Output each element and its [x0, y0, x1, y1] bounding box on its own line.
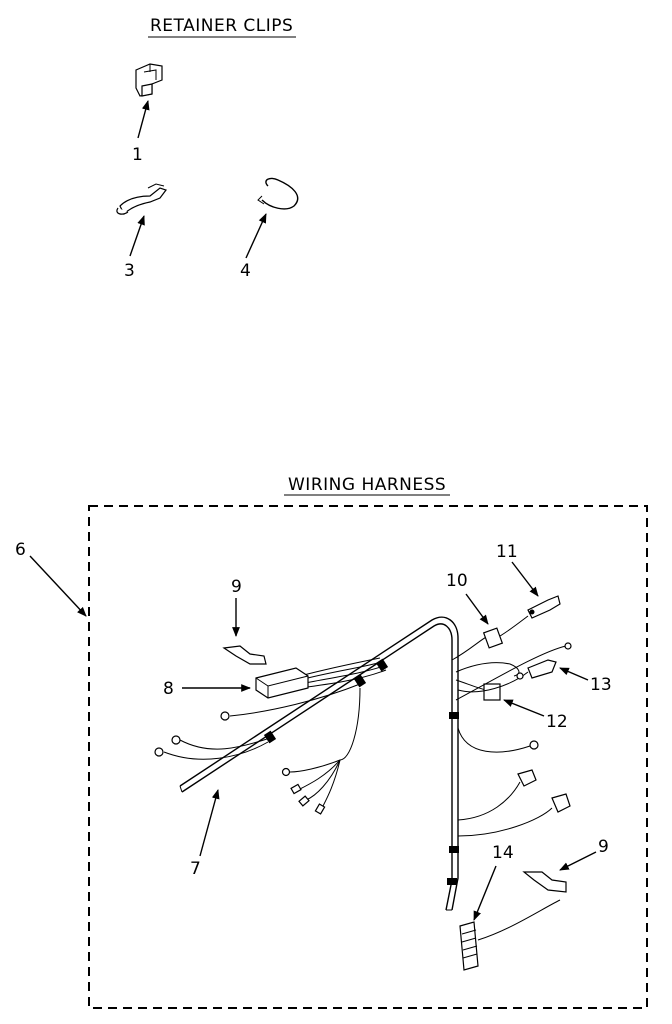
wiring-harness-title: WIRING HARNESS: [288, 475, 446, 495]
retainer-clip-part-3: [116, 183, 167, 216]
wiring-harness-assembly: [154, 595, 572, 971]
callout-3-leader: [129, 215, 145, 257]
callout-13-label: 13: [590, 675, 612, 695]
callout-9-right-leader: [559, 851, 597, 871]
callout-9-left-label: 9: [231, 577, 242, 597]
callout-12-label: 12: [546, 712, 568, 732]
callout-1-label: 1: [132, 145, 143, 165]
callout-10-label: 10: [446, 571, 468, 591]
callout-9-right-label: 9: [598, 837, 609, 857]
callout-4-leader: [245, 213, 267, 259]
callout-3-label: 3: [124, 261, 135, 281]
callout-12-leader: [503, 699, 545, 717]
callout-1-leader: [137, 100, 150, 139]
callout-13-leader: [559, 667, 589, 681]
callout-11-leader: [511, 561, 539, 597]
retainer-clips-title: RETAINER CLIPS: [150, 16, 293, 36]
retainer-clip-part-1: [135, 63, 163, 97]
callout-14-label: 14: [492, 843, 514, 863]
callout-11-label: 11: [496, 542, 518, 562]
retainer-clip-part-4: [257, 177, 299, 210]
callout-14-leader: [473, 865, 497, 921]
wiring-harness-boundary: [88, 505, 648, 1009]
callout-7-leader: [199, 789, 220, 857]
callout-6-label: 6: [15, 540, 26, 560]
callout-7-label: 7: [190, 859, 201, 879]
callout-4-label: 4: [240, 261, 251, 281]
callout-8-label: 8: [163, 679, 174, 699]
callout-10-leader: [465, 593, 489, 625]
callout-6-leader: [29, 555, 87, 617]
